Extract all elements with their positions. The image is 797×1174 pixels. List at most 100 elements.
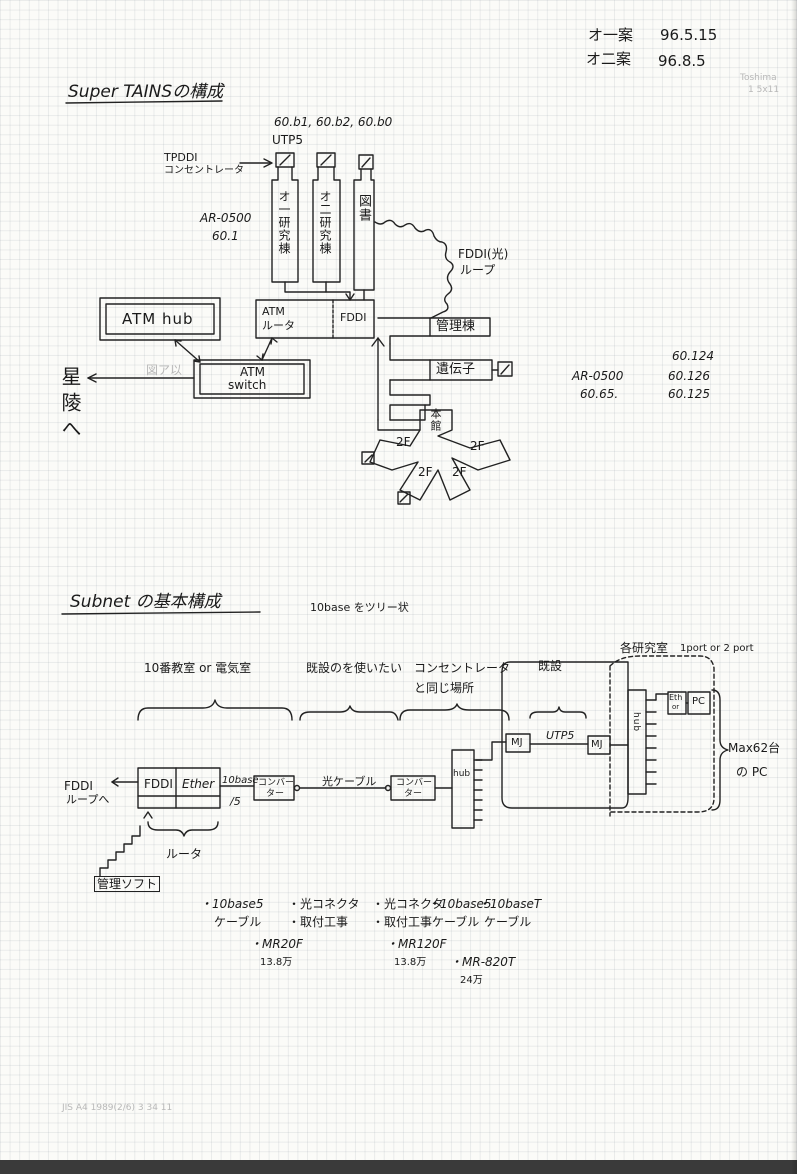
draft2-date: 96.8.5 (658, 52, 706, 70)
subnet-router-box (137, 767, 221, 809)
right-ar0500-label: AR-0500 (572, 369, 624, 383)
floor-label-4: 2F (452, 465, 467, 479)
main-building-trunk (377, 404, 426, 431)
optical-cable-label: 光ケーブル (322, 775, 377, 788)
fddi-fiber-loop (374, 219, 454, 319)
eth-card-label-1: Eth (669, 693, 683, 702)
converter1-label-1: コンバー (258, 778, 295, 788)
brace-existing (529, 706, 587, 719)
utp-port-3 (358, 154, 374, 170)
section2-subtitle: 10base をツリー状 (310, 601, 409, 614)
model-1-name: ・MR20F (250, 937, 303, 951)
library-column (353, 168, 375, 291)
existing-use-label: 既設のを使いたい (306, 661, 403, 675)
section2-title: Subnet の基本構成 (70, 592, 221, 612)
pc-label: PC (692, 696, 706, 707)
mgmt-staircase (99, 825, 141, 877)
right-address-3: 60.65. (580, 387, 619, 401)
part-3-sub: ・取付工事 (372, 915, 433, 929)
section2-title-underline (61, 611, 261, 615)
section1-title: Super TAINSの構成 (68, 82, 224, 102)
existing-area-outline (501, 661, 629, 809)
tenbase-label-2: /5 (230, 795, 241, 808)
watermark-line2: 1 5x11 (748, 85, 780, 95)
iden-port (497, 361, 513, 377)
lab-area-outline (609, 655, 715, 817)
concentrator-label-1: コンセントレータ (414, 661, 511, 675)
model-2-price: 13.8万 (394, 957, 427, 968)
brace-concentrator (399, 703, 510, 721)
part-5-sub: ケーブル (484, 915, 532, 929)
max-pc-label-2: の PC (736, 765, 768, 779)
address-list: 60.b1, 60.b2, 60.b0 (274, 115, 393, 129)
seiryo-label: 星陵へ (58, 366, 82, 444)
draft1-label: オ一案 (588, 26, 634, 44)
ar0500-router-box (255, 299, 375, 339)
faint-annotation: 図ア以 (146, 363, 183, 377)
hub-mj-link (475, 741, 507, 761)
model-3-name: ・MR-820T (450, 955, 516, 969)
floor-label-3: 2F (418, 465, 433, 479)
fddi-loop-label-1: FDDI(光) (458, 247, 509, 261)
router-fddi-cell: FDDI (144, 777, 173, 791)
converter2-label-2: ター (404, 789, 423, 799)
building2-label: オ二研究棟 (318, 190, 332, 255)
fddi-box-label: FDDI (340, 311, 367, 324)
lab-hub-box (627, 689, 647, 795)
watermark-line1: Toshima (740, 73, 777, 83)
tpddi-label-1: TPDDI (164, 151, 198, 164)
floor-label-1: 2F (396, 435, 411, 449)
lab-hub-label: hub (631, 712, 641, 733)
ar0500-address: 60.1 (212, 229, 239, 243)
building1-label: オ一研究棟 (277, 190, 291, 255)
atm-router-label-1: ATM (262, 305, 285, 318)
mgmt-soft-label: 管理ソフト (94, 876, 161, 892)
draft2-label: オ二案 (586, 50, 632, 68)
draft1-date: 96.5.15 (660, 26, 718, 44)
part-1-name: ・10base5 (200, 897, 264, 911)
atm-switch-box (193, 359, 311, 399)
part-3-name: ・光コネクタ (372, 897, 444, 911)
model-1-price: 13.8万 (260, 957, 293, 968)
admin-building-box (429, 317, 491, 337)
part-1-sub: ケーブル (214, 915, 262, 929)
tpddi-label-2: コンセントレータ (164, 165, 244, 176)
atm-router-label-2: ルータ (262, 319, 295, 332)
brace-existing-use (299, 705, 399, 721)
right-address-1: 60.124 (672, 349, 714, 363)
part-2-name: ・光コネクタ (288, 897, 360, 911)
lab-label: 各研究室 (620, 641, 669, 655)
admin-branch (377, 317, 431, 345)
hub-ports (473, 759, 483, 821)
hub-label: hub (453, 769, 471, 779)
ar0500-label: AR-0500 (200, 211, 252, 225)
atm-hub-label: ATM hub (122, 310, 194, 328)
building-join (284, 281, 351, 301)
fddi-loop-label-2: ループへ (66, 793, 110, 806)
lab-hub-ports (645, 699, 657, 785)
wing-port-1 (361, 451, 375, 465)
model-2-name: ・MR120F (386, 937, 447, 951)
model-3-price: 24万 (460, 975, 483, 986)
atm-switch-label-2: switch (228, 378, 267, 392)
main-building (369, 409, 511, 501)
concentrator-label-2: と同じ場所 (414, 681, 475, 695)
honkan-label: 本館 (429, 408, 442, 432)
hub-box (451, 749, 475, 829)
router-ether-cell: Ether (182, 777, 215, 791)
atm-hub-box (99, 297, 221, 341)
fddi-loop-label-1: FDDI (64, 779, 93, 793)
right-address-4: 60.125 (668, 387, 710, 401)
utp5-label: UTP5 (272, 133, 303, 147)
atm-switch-label-1: ATM (240, 365, 265, 379)
admin-building-label: 管理棟 (436, 319, 476, 334)
converter2-label-1: コンバー (396, 778, 433, 788)
utp-port-1 (275, 152, 295, 168)
hub-switch-link (174, 339, 201, 363)
scan-border (0, 1160, 797, 1174)
brace-classroom (137, 699, 293, 721)
utp-port-2 (316, 152, 336, 168)
right-address-2: 60.126 (668, 369, 710, 383)
